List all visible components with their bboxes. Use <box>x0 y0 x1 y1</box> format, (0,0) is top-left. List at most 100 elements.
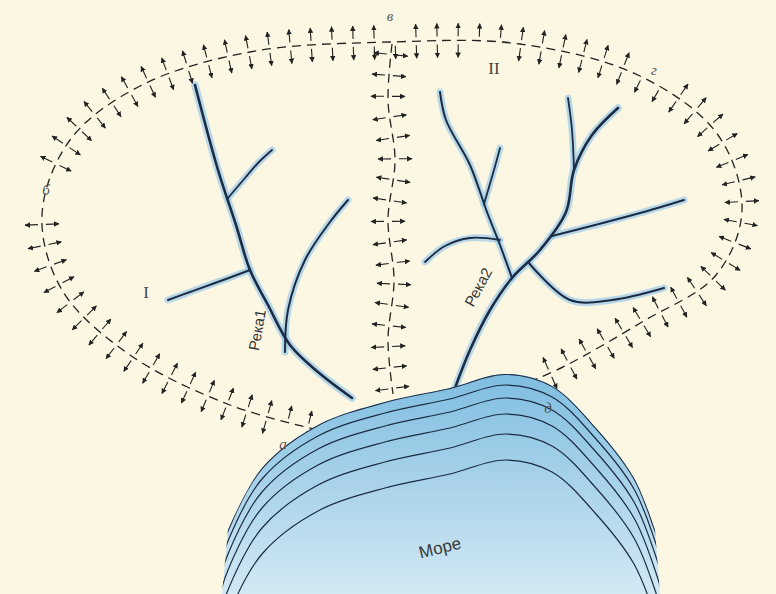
flow-arrows <box>25 23 759 444</box>
flow-arrow <box>725 201 738 203</box>
river-glow <box>285 200 348 352</box>
flow-arrow <box>162 58 167 70</box>
flow-arrow <box>190 372 195 384</box>
river-glow <box>195 85 352 398</box>
river-name: Река1 <box>246 308 268 351</box>
flow-arrow <box>416 45 418 58</box>
flow-arrow <box>652 297 658 309</box>
flow-arrow <box>617 72 622 84</box>
flow-arrow <box>353 47 355 60</box>
flow-arrow <box>162 382 168 394</box>
river-glow <box>168 270 250 300</box>
flow-arrow <box>181 391 186 403</box>
flow-arrow <box>746 200 759 202</box>
flow-arrow <box>248 395 252 407</box>
flow-arrow <box>82 132 91 141</box>
flow-arrow <box>114 106 121 117</box>
point-letter: г <box>651 63 657 78</box>
flow-arrow <box>604 45 608 57</box>
flow-arrow <box>189 71 193 83</box>
flow-arrow <box>394 115 407 117</box>
flow-arrow <box>635 81 641 93</box>
watershed-line <box>42 40 742 430</box>
flow-arrow <box>84 102 92 112</box>
flow-arrow <box>57 305 67 313</box>
flow-arrow <box>626 336 633 347</box>
river <box>285 200 348 352</box>
flow-arrow <box>121 77 127 88</box>
river <box>568 98 574 170</box>
flow-arrow <box>72 321 81 330</box>
flow-arrow <box>89 335 97 345</box>
flow-arrow <box>378 158 391 159</box>
flow-arrow <box>479 24 481 37</box>
flow-arrow <box>141 67 146 79</box>
watershed-line <box>42 40 742 430</box>
flow-arrow <box>396 386 409 388</box>
flow-arrow <box>136 343 143 354</box>
flow-arrow <box>46 223 59 225</box>
flow-arrow <box>376 177 389 179</box>
flow-arrow <box>63 277 74 283</box>
river-network <box>168 85 684 398</box>
flow-arrow <box>397 261 410 263</box>
flow-arrow <box>183 51 187 63</box>
flow-arrow <box>437 45 438 58</box>
flow-arrow <box>352 26 354 39</box>
river <box>195 85 352 398</box>
river <box>440 92 512 278</box>
flow-arrow <box>171 363 177 375</box>
river <box>455 108 618 388</box>
flow-arrow <box>522 27 524 40</box>
flow-arrow <box>394 366 407 367</box>
flow-arrow <box>579 339 585 350</box>
flow-arrow <box>644 326 651 337</box>
river <box>168 270 250 300</box>
flow-arrow <box>52 136 63 143</box>
point-letter: в <box>387 9 394 24</box>
flow-arrow <box>246 36 248 49</box>
flow-arrow <box>373 368 386 369</box>
river-glow <box>425 238 500 262</box>
river <box>425 238 500 262</box>
flow-arrow <box>561 349 567 361</box>
flow-arrow <box>373 243 386 245</box>
flow-arrow <box>584 39 587 52</box>
flow-arrow <box>270 53 272 66</box>
flow-arrow <box>268 401 272 414</box>
flow-arrow <box>291 51 292 64</box>
river <box>552 200 684 236</box>
flow-arrow <box>392 96 405 97</box>
flow-arrow <box>745 223 758 225</box>
flow-arrow <box>559 55 562 68</box>
river-glow <box>484 148 500 204</box>
flow-arrow <box>373 25 374 38</box>
flow-arrow <box>119 331 127 341</box>
flow-arrow <box>41 156 53 162</box>
river-glow <box>455 108 618 388</box>
flow-arrow <box>74 292 84 300</box>
flow-arrow <box>102 88 109 99</box>
flow-arrow <box>87 306 96 315</box>
flow-arrow <box>458 23 459 36</box>
flow-arrow <box>395 55 408 56</box>
flow-arrow <box>49 242 62 245</box>
flow-arrow <box>687 277 694 288</box>
flow-arrow <box>67 117 76 126</box>
flow-arrow <box>719 236 731 241</box>
flow-arrow <box>716 281 725 290</box>
flow-arrow <box>397 180 410 182</box>
flow-arrow <box>242 415 246 427</box>
flow-arrow <box>739 244 751 249</box>
flow-arrow <box>376 264 389 266</box>
flow-arrow <box>539 51 541 64</box>
flow-arrow <box>458 44 459 57</box>
flow-arrow <box>201 400 206 412</box>
flow-arrow <box>652 90 659 101</box>
flow-arrow <box>662 315 668 327</box>
flow-arrow <box>684 114 692 124</box>
flow-arrow <box>59 165 71 171</box>
flow-arrow <box>598 65 602 77</box>
flow-arrow <box>288 406 291 419</box>
